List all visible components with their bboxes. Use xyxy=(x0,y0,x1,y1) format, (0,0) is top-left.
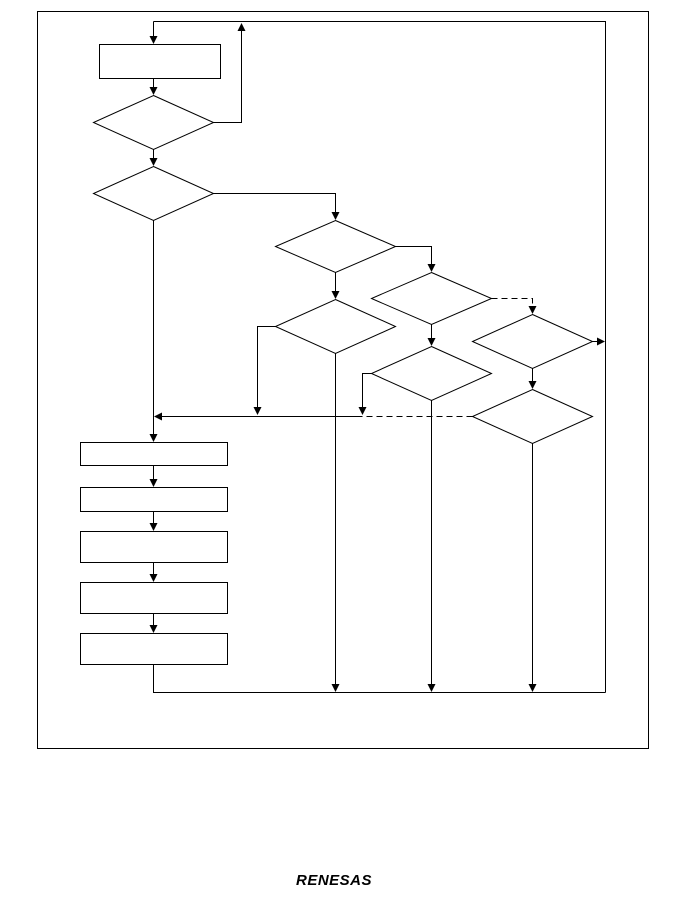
renesas-logo: RENESAS xyxy=(296,872,372,889)
process-box-3 xyxy=(80,531,228,563)
decision-diamond-1 xyxy=(92,94,215,151)
process-box-5 xyxy=(80,633,228,665)
connector-d1-loop xyxy=(213,23,246,123)
decision-diamond-5 xyxy=(274,298,397,355)
process-box-start xyxy=(99,44,221,79)
connector-d5-left xyxy=(253,326,276,415)
process-box-4 xyxy=(80,582,228,614)
process-box-2 xyxy=(80,487,228,512)
connector-d2-to-d3 xyxy=(213,193,340,220)
figure-frame xyxy=(37,11,649,749)
process-box-1 xyxy=(80,442,228,466)
decision-diamond-2 xyxy=(92,165,215,222)
decision-diamond-6 xyxy=(471,313,594,370)
decision-diamond-3 xyxy=(274,219,397,274)
connector-d4-to-d6-dashed xyxy=(491,298,533,308)
decision-diamond-7 xyxy=(370,345,493,402)
connector-return-loop xyxy=(153,21,606,693)
connector-bottom-return xyxy=(153,664,606,693)
connector-d7-left xyxy=(358,373,372,415)
decision-diamond-4 xyxy=(370,271,493,326)
logo-text: RENESAS xyxy=(296,872,372,889)
decision-diamond-8 xyxy=(471,388,594,445)
connector-d3-to-d4 xyxy=(395,246,436,272)
